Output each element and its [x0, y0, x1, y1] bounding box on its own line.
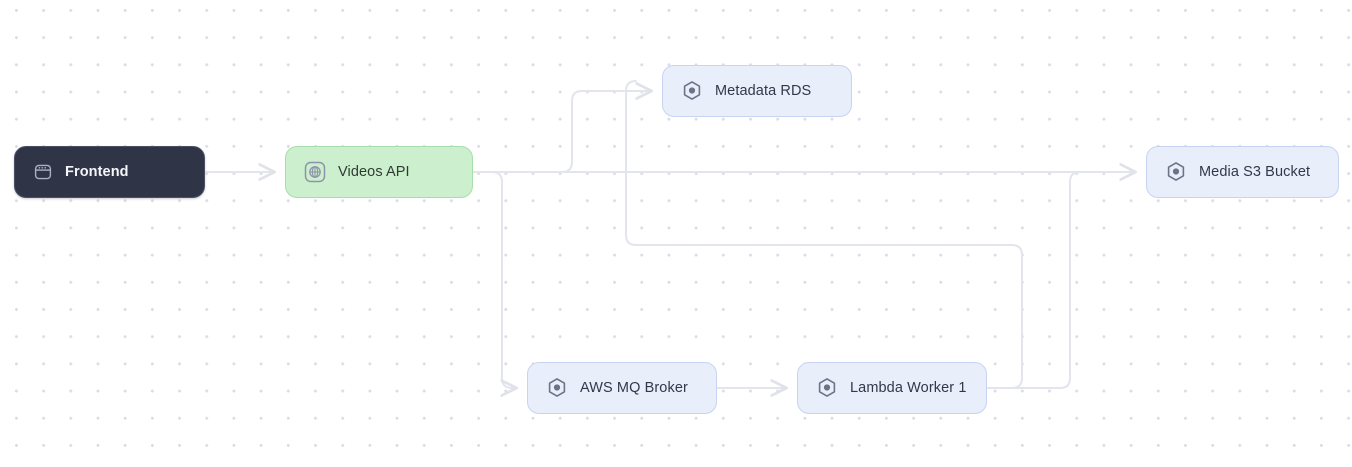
- hexagon-node-icon: [1165, 161, 1187, 183]
- node-frontend[interactable]: Frontend: [14, 146, 205, 198]
- node-aws-mq-broker[interactable]: AWS MQ Broker: [527, 362, 717, 414]
- node-label: Media S3 Bucket: [1199, 164, 1311, 180]
- edge-videos-api-to-aws-mq-broker: [473, 171, 518, 388]
- hexagon-node-icon: [546, 377, 568, 399]
- node-label: Videos API: [338, 164, 410, 180]
- node-label: Frontend: [65, 164, 129, 180]
- node-lambda-worker-1[interactable]: Lambda Worker 1: [797, 362, 987, 414]
- edge-metadata-rds-to-lambda-worker-1: [625, 80, 1023, 389]
- hexagon-node-icon: [816, 377, 838, 399]
- node-media-s3-bucket[interactable]: Media S3 Bucket: [1146, 146, 1339, 198]
- node-label: Metadata RDS: [715, 83, 812, 99]
- edge-videos-api-to-metadata-rds: [473, 91, 653, 173]
- browser-window-icon: [33, 162, 53, 182]
- node-label: AWS MQ Broker: [580, 380, 688, 396]
- globe-icon: [304, 161, 326, 183]
- node-metadata-rds[interactable]: Metadata RDS: [662, 65, 852, 117]
- edge-lambda-worker-1-to-media-s3-bucket: [987, 171, 1137, 389]
- node-label: Lambda Worker 1: [850, 380, 967, 396]
- node-videos-api[interactable]: Videos API: [285, 146, 473, 198]
- hexagon-node-icon: [681, 80, 703, 102]
